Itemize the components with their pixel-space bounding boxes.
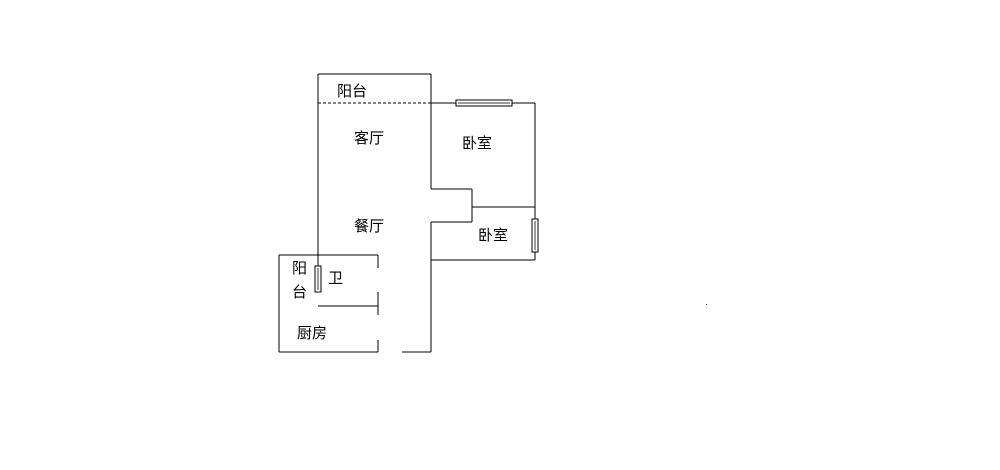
- label-bathroom: 卫: [328, 269, 343, 287]
- window-bathroom: [314, 265, 322, 293]
- label-dining-room: 餐厅: [354, 217, 384, 235]
- label-living-room: 客厅: [354, 129, 384, 147]
- walls: [278, 73, 536, 353]
- stray-dot: [706, 304, 707, 305]
- label-balcony-side-2: 台: [292, 283, 307, 301]
- label-balcony-side-1: 阳: [292, 259, 307, 277]
- label-bedroom-2: 卧室: [478, 226, 508, 244]
- label-balcony-top: 阳台: [337, 82, 367, 100]
- window-bedroom1: [455, 99, 513, 107]
- label-kitchen: 厨房: [297, 324, 327, 342]
- window-bedroom2: [531, 218, 539, 253]
- label-bedroom-1: 卧室: [462, 134, 492, 152]
